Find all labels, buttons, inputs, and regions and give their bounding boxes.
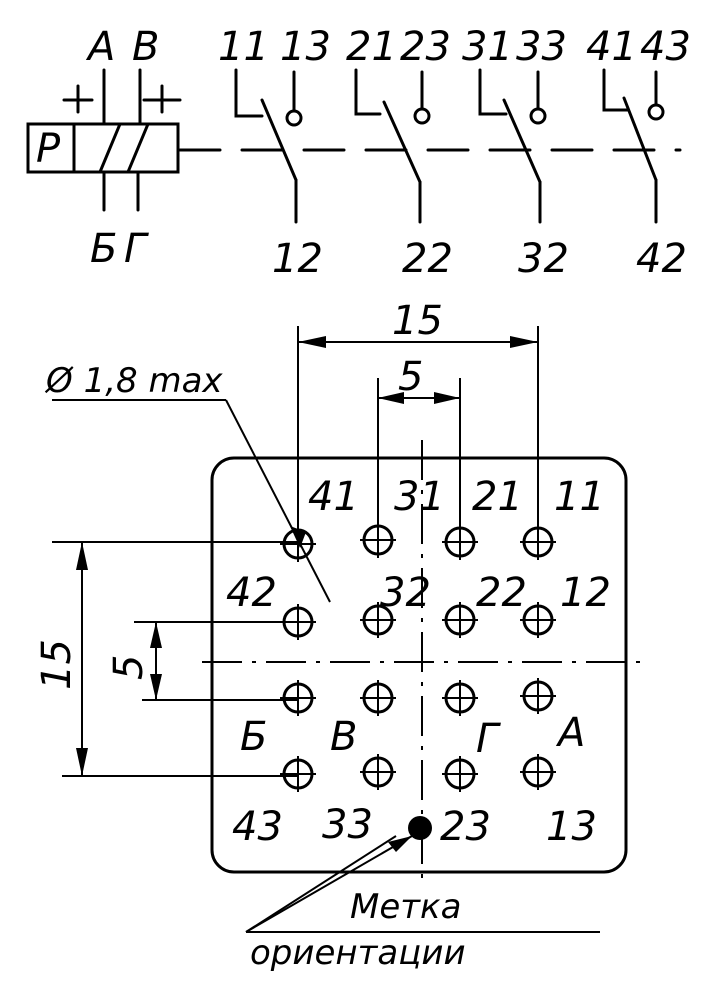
dimension-overall-vertical: 15 xyxy=(34,541,298,777)
pin-12 xyxy=(520,602,556,638)
pin-32 xyxy=(360,602,396,638)
pin-label-31: 31 xyxy=(394,474,445,520)
contact-group-1: 11 13 12 xyxy=(218,24,331,282)
dim-pitch-h-label: 5 xyxy=(398,354,423,400)
contact-2-nc-label: 21 xyxy=(346,24,397,70)
contact-2-common-label: 22 xyxy=(402,236,453,282)
contact-4-no-label: 43 xyxy=(640,24,691,70)
dimension-pitch-horizontal: 5 xyxy=(377,354,461,540)
relay-schematic: A B P Б Г 11 13 12 xyxy=(26,24,691,282)
coil-label: P xyxy=(36,126,61,172)
pin-label-41: 41 xyxy=(308,474,359,520)
hole-callout-label: Ø 1,8 max xyxy=(44,361,223,401)
coil-symbol xyxy=(26,122,180,174)
pin-31 xyxy=(360,522,396,558)
orientation-dot xyxy=(408,816,432,840)
pin-43 xyxy=(280,756,316,792)
pin-23 xyxy=(442,756,478,792)
pin-b xyxy=(280,680,316,716)
contact-group-3: 31 33 32 xyxy=(462,24,569,282)
dimension-pitch-vertical: 5 xyxy=(106,621,298,701)
pin-label-12: 12 xyxy=(560,570,611,616)
pin-g xyxy=(442,680,478,716)
pin-label-22: 22 xyxy=(476,570,527,616)
contact-2-no-label: 23 xyxy=(400,24,451,70)
pin-13 xyxy=(520,754,556,790)
dim-overall-v-label: 15 xyxy=(34,639,80,690)
pin-11 xyxy=(520,524,556,560)
contact-1-nc-label: 11 xyxy=(218,24,269,70)
contact-4-common-label: 42 xyxy=(636,236,687,282)
contact-3-nc-label: 31 xyxy=(462,24,513,70)
relay-housing-outline xyxy=(210,456,628,874)
pin-41 xyxy=(280,526,316,562)
orientation-label-line2: ориентации xyxy=(250,933,466,973)
contact-3-common-label: 32 xyxy=(518,236,569,282)
coil-terminal-a-label: A xyxy=(85,24,115,70)
pin-labels: 41 31 21 11 42 32 22 12 Б В Г А 43 33 23… xyxy=(226,474,611,850)
pin-label-32: 32 xyxy=(380,570,431,616)
pin-label-13: 13 xyxy=(546,804,597,850)
dim-pitch-v-label: 5 xyxy=(106,655,152,680)
dim-overall-h-label: 15 xyxy=(392,298,443,344)
contact-3-no-label: 33 xyxy=(516,24,567,70)
pin-label-33: 33 xyxy=(322,802,373,848)
pin-label-a: А xyxy=(555,710,585,756)
pin-label-21: 21 xyxy=(472,474,523,520)
contact-1-no-label: 13 xyxy=(280,24,331,70)
contact-group-2: 21 23 22 xyxy=(346,24,453,282)
coil-terminal-b-cyr-label: Б xyxy=(90,226,117,272)
coil-terminal-g-label: Г xyxy=(124,226,149,272)
pin-label-11: 11 xyxy=(554,474,605,520)
pin-22 xyxy=(442,602,478,638)
orientation-mark: Метка ориентации xyxy=(245,816,600,973)
pin-label-42: 42 xyxy=(226,570,277,616)
pinout-view: 15 5 15 5 xyxy=(34,298,640,973)
pin-label-v: В xyxy=(330,714,357,760)
contact-group-4: 41 43 42 xyxy=(586,24,691,282)
pin-33 xyxy=(360,754,396,790)
dimension-overall-horizontal: 15 xyxy=(297,298,539,540)
orientation-label-line1: Метка xyxy=(350,887,461,927)
pin-a xyxy=(520,678,556,714)
pin-label-23: 23 xyxy=(440,804,491,850)
hole-diameter-callout: Ø 1,8 max xyxy=(44,361,331,603)
pin-grid xyxy=(280,522,556,792)
pin-label-b: Б xyxy=(240,714,267,760)
pin-21 xyxy=(442,524,478,560)
coil-terminal-b-label: B xyxy=(132,24,159,70)
pin-label-43: 43 xyxy=(232,804,283,850)
contact-4-nc-label: 41 xyxy=(586,24,637,70)
pin-v xyxy=(360,680,396,716)
pin-label-g: Г xyxy=(476,716,501,762)
coil-polarity-marks xyxy=(62,84,182,114)
pin-42 xyxy=(280,604,316,640)
contact-1-common-label: 12 xyxy=(272,236,323,282)
